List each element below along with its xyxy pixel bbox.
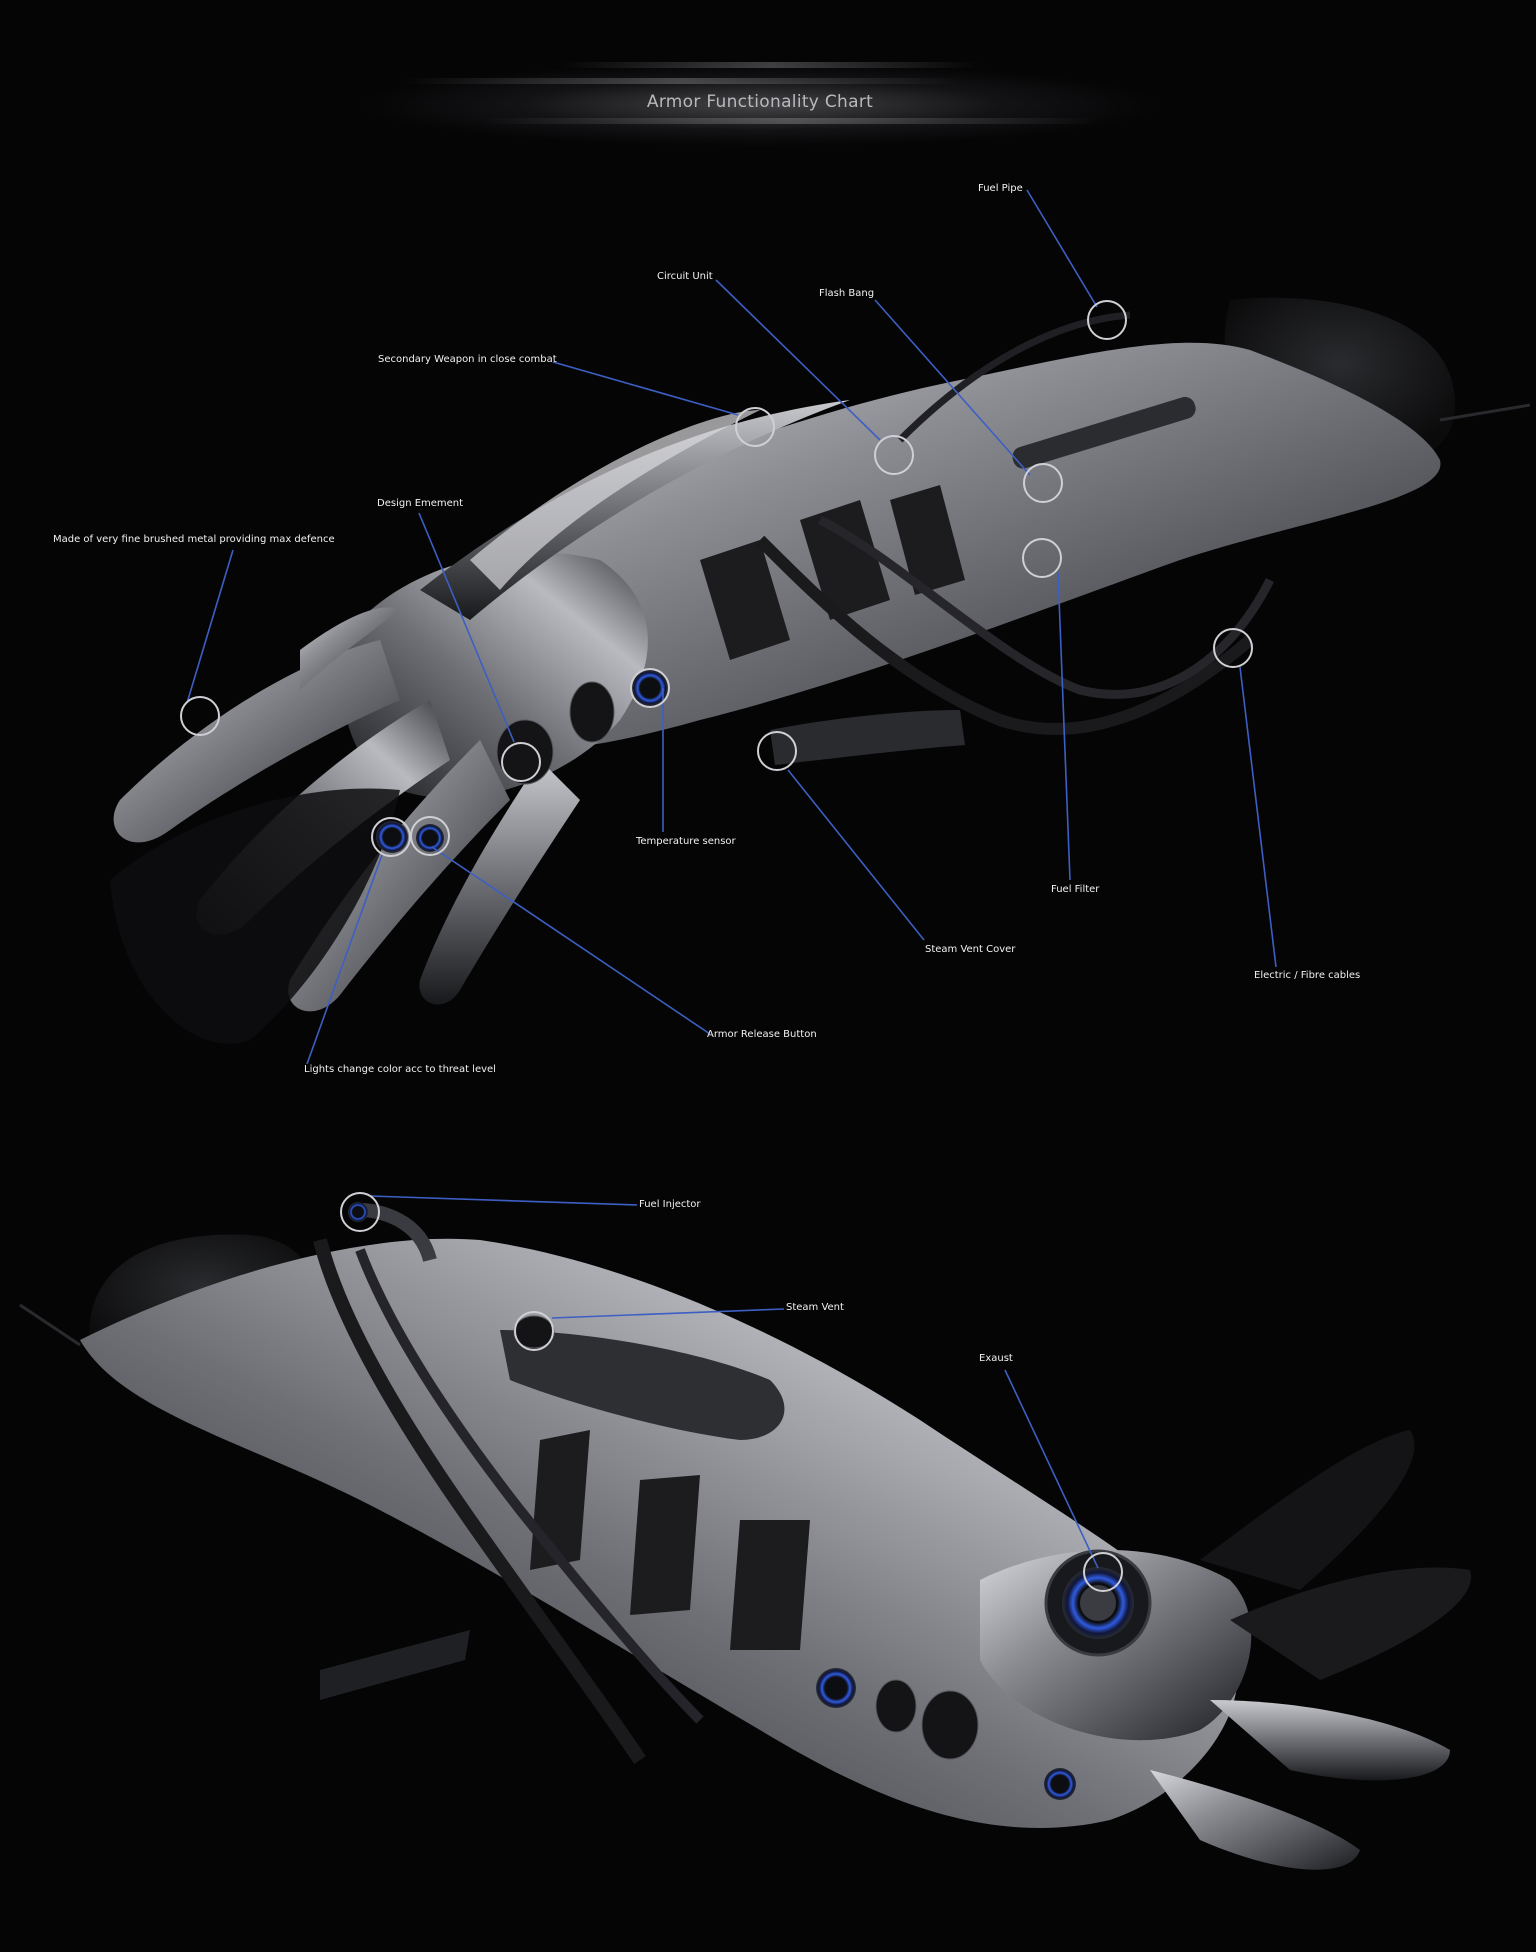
glove-shadow [110,788,400,1044]
marker-fuel-pipe [1087,300,1127,340]
label-steam-vent-cover: Steam Vent Cover [925,944,1016,955]
flash-bang-canister [1012,396,1196,469]
cable-upper-2 [817,515,1275,699]
release-button-light [416,824,444,852]
leader-fuel-injector [369,1195,638,1206]
leader-lights-change [306,854,383,1065]
marker-brushed-metal [180,696,220,736]
label-lights-change: Lights change color acc to threat level [304,1064,496,1075]
strap-2 [800,500,890,620]
leader-circuit-unit [715,279,881,441]
fuel-pipe-tube [897,311,1131,443]
finger-4 [419,760,580,1005]
lower-strap-3 [730,1520,810,1650]
lower-light-2 [1044,1768,1076,1800]
marker-fuel-injector [340,1192,380,1232]
marker-exaust [1083,1552,1123,1592]
exhaust-fan [1080,1585,1116,1621]
lower-finger-2 [1230,1567,1472,1680]
banner-streak [560,62,980,68]
lower-strap-2 [630,1475,700,1615]
leader-fuel-filter [1057,571,1071,881]
label-steam-vent: Steam Vent [786,1302,844,1313]
cable-lower-1 [313,1238,646,1764]
marker-temperature-sensor [630,668,670,708]
label-fuel-pipe: Fuel Pipe [978,183,1023,194]
label-electric-cables: Electric / Fibre cables [1254,970,1361,981]
leader-steam-vent-cover [787,769,925,941]
lower-light-1 [816,1668,856,1708]
marker-lights-change [371,817,411,857]
cable-tail [1439,403,1531,422]
leader-armor-release [431,846,711,1035]
steam-vent-grille [513,1315,555,1349]
marker-steam-vent [514,1311,554,1351]
marker-design-element [501,742,541,782]
leader-secondary-weapon [552,361,739,416]
upper-gauntlet [110,297,1531,1044]
label-brushed-metal: Made of very fine brushed metal providin… [53,534,335,545]
page-title: Armor Functionality Chart [646,92,874,112]
lower-cable-tail [19,1303,81,1347]
lower-gauntlet [19,1202,1472,1870]
blade-fin-3 [300,607,400,690]
marker-electric-cables [1213,628,1253,668]
leader-electric-cables [1239,666,1277,968]
finger-3 [288,740,510,1012]
marker-armor-release [410,816,450,856]
leader-steam-vent [551,1308,785,1319]
lower-grille-2 [921,1690,979,1760]
label-armor-release: Armor Release Button [707,1029,817,1040]
leader-lines [186,189,1277,1569]
label-design-element: Design Emement [377,498,464,509]
temperature-sensor-light [632,670,668,706]
banner-streak [480,118,1100,124]
leader-brushed-metal [186,549,234,704]
blade-fin-1 [420,400,850,620]
strap-1 [700,540,790,660]
design-grille-2 [569,681,615,743]
leader-flash-bang [874,299,1031,476]
title-banner [360,40,1160,170]
marker-circuit-unit [874,435,914,475]
label-secondary-weapon: Secondary Weapon in close combat [378,354,557,365]
lower-cylinder [320,1630,470,1700]
blade-fin-2 [470,410,760,590]
marker-secondary-weapon [735,407,775,447]
lower-grille-1 [875,1679,917,1733]
strap-3 [890,485,965,595]
marker-rings [180,300,1253,1592]
fuel-injector-light [348,1202,368,1222]
label-exaust: Exaust [979,1353,1013,1364]
label-fuel-filter: Fuel Filter [1051,884,1100,895]
label-temperature-sensor: Temperature sensor [636,836,736,847]
steam-vent-cylinder [770,710,965,765]
leader-exaust [1004,1369,1099,1569]
threat-light [376,821,408,853]
steam-vent-housing [500,1330,785,1440]
lower-finger-1 [1200,1430,1415,1590]
marker-steam-vent-cover [757,731,797,771]
label-fuel-injector: Fuel Injector [639,1199,701,1210]
leader-design-element [418,512,515,743]
banner-streak [400,78,960,84]
marker-fuel-filter [1022,538,1062,578]
cable-lower-2 [355,1248,704,1724]
finger-1 [113,640,400,843]
lower-finger-3 [1210,1700,1450,1781]
leader-fuel-pipe [1026,189,1098,308]
marker-flash-bang [1023,463,1063,503]
lower-finger-4 [1150,1770,1360,1870]
cable-upper-1 [755,535,1254,735]
label-flash-bang: Flash Bang [819,288,875,299]
label-circuit-unit: Circuit Unit [657,271,713,282]
